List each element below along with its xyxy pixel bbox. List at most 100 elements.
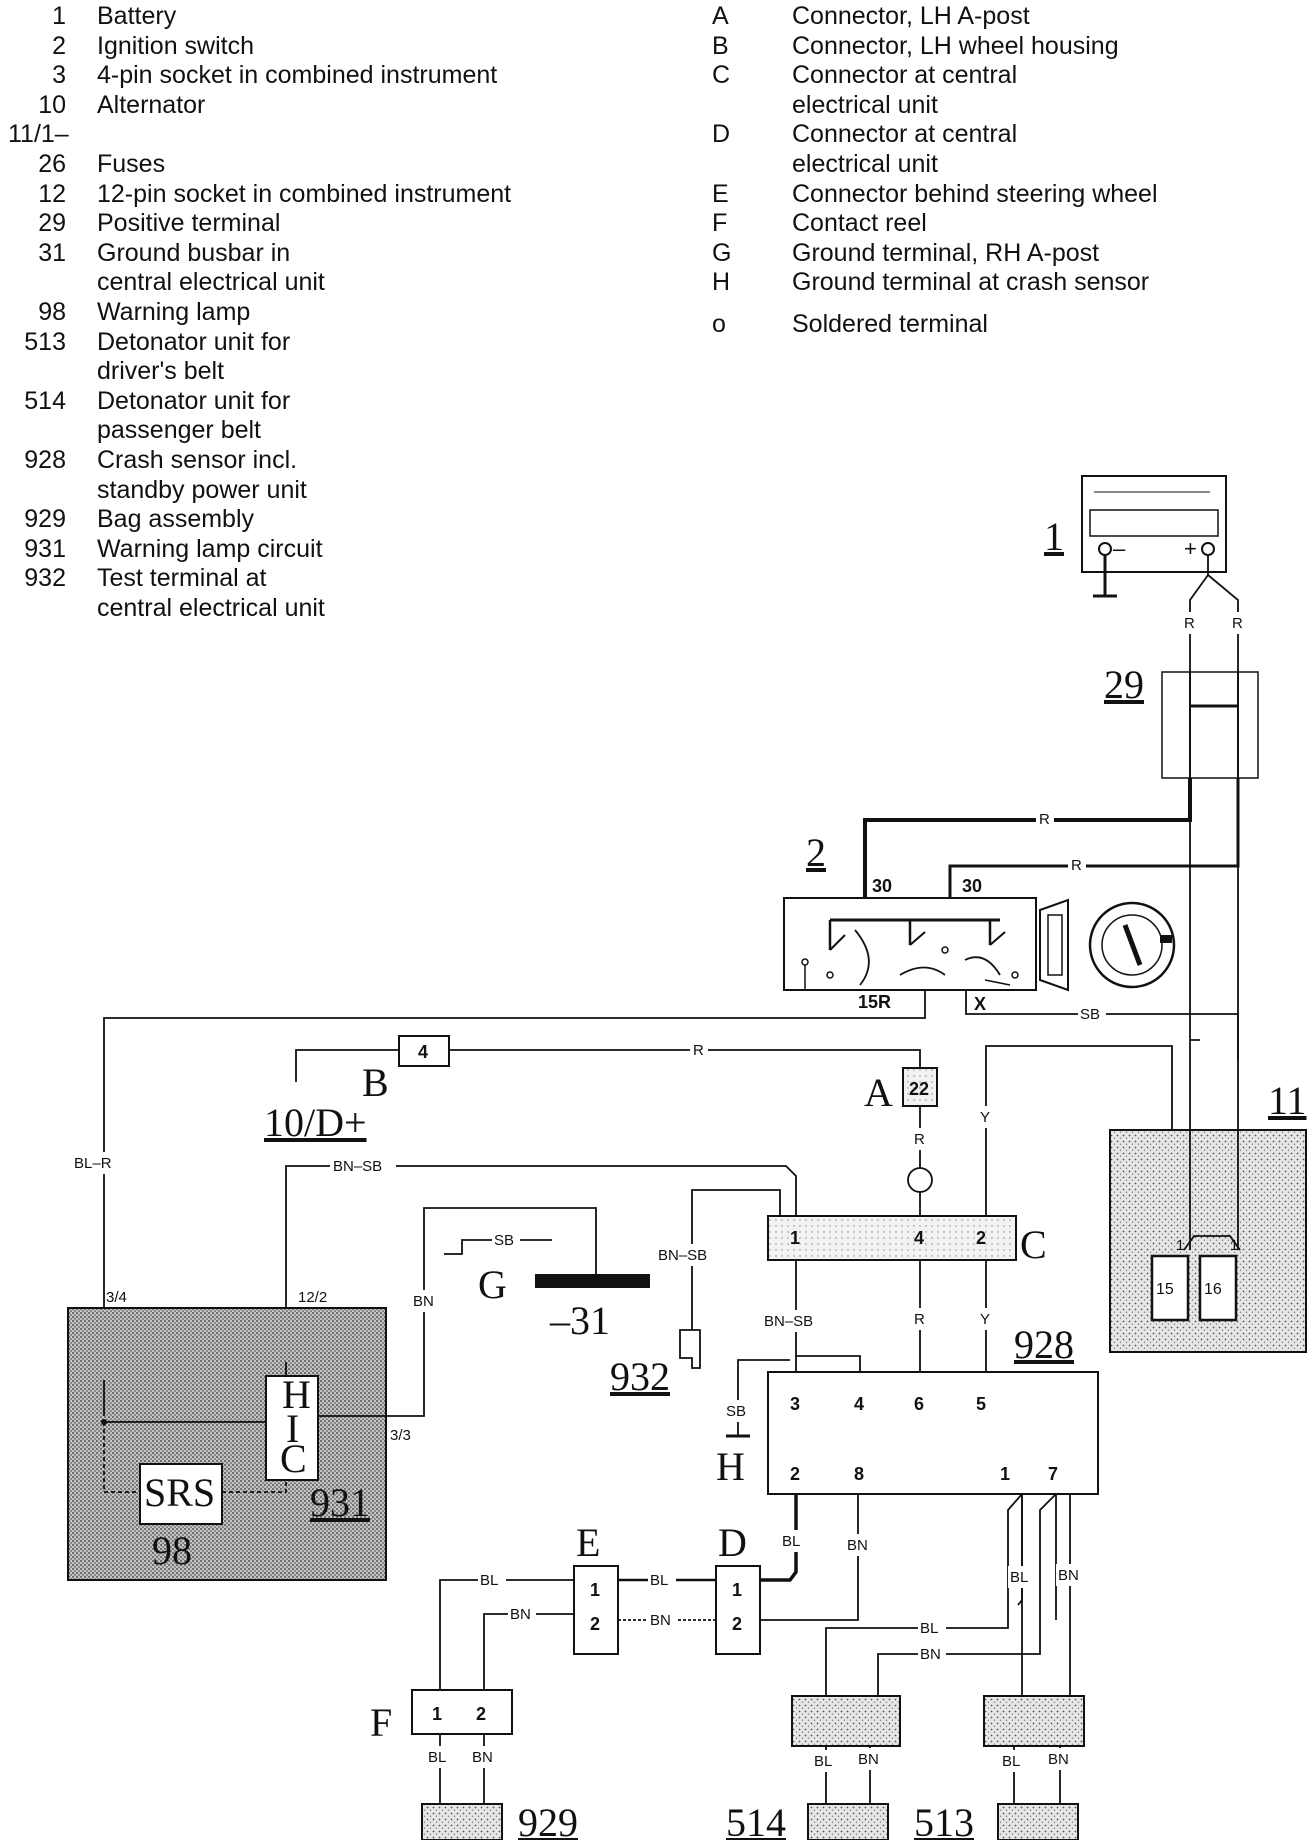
legend-row: 31 Ground busbar in [8, 239, 628, 269]
wire-label-bl: BL [782, 1533, 800, 1550]
pin-label: 22 [909, 1079, 929, 1099]
wire-label-sb: SB [494, 1232, 514, 1249]
pin-label: 1 [432, 1704, 442, 1724]
legend-code: A [712, 2, 729, 30]
wire-label-bn: BN [650, 1612, 671, 1629]
ground-busbar [535, 1274, 650, 1288]
wire-label-r: R [914, 1131, 925, 1148]
wire-label-r: R [1232, 615, 1243, 632]
wire-label-bl: BL [480, 1572, 498, 1589]
positive-terminal [1161, 671, 1259, 779]
legend-description: 4-pin socket in combined instrument [97, 61, 498, 90]
legend-row: driver's belt [8, 357, 628, 387]
detonator-driver-label: 513 [914, 1800, 974, 1840]
ignition-switch [783, 897, 1037, 991]
wire-label-bl: BL [1002, 1753, 1020, 1770]
legend-code: 932 [24, 564, 66, 593]
legend-description: Connector at central [792, 61, 1018, 90]
connector-f-label: F [370, 1700, 392, 1745]
warning-lamp-label: 98 [152, 1528, 192, 1573]
legend-description: Ground terminal, RH A-post [792, 238, 1100, 267]
connector-a [902, 1067, 938, 1107]
connector-c-label: C [1020, 1222, 1047, 1267]
detonator-connector-514 [791, 1695, 901, 1747]
wire-label-r: R [693, 1042, 704, 1059]
legend-description: Fuses [97, 149, 166, 178]
wire-label-bn: BN [920, 1646, 941, 1663]
pin-label: 2 [976, 1228, 986, 1248]
wire-label-bn: BN [847, 1537, 868, 1554]
legend-description: 12-pin socket in combined instrument [97, 179, 512, 208]
legend-description: Warning lamp circuit [97, 534, 323, 563]
battery-neg: – [1113, 536, 1126, 561]
crash-sensor [767, 1371, 1099, 1495]
legend-code: B [712, 31, 729, 60]
legend-description: Battery [97, 2, 177, 30]
legend-code: 29 [38, 209, 66, 238]
connector-b-label: B [362, 1060, 389, 1105]
detonator-passenger [807, 1803, 889, 1840]
wire-label-bn: BN [413, 1293, 434, 1310]
hic-letter: C [280, 1436, 307, 1481]
pin-label: 1 [1176, 1237, 1184, 1254]
wire-label-bn-sb: BN–SB [658, 1247, 707, 1264]
legend-code: 12 [38, 179, 66, 208]
wire-label-bn: BN [510, 1606, 531, 1623]
pin-label: 1 [1000, 1464, 1010, 1484]
wire-label-bl: BL [814, 1753, 832, 1770]
legend-description: Detonator unit for [97, 327, 291, 356]
hic-letter: H [282, 1372, 311, 1417]
legend-code: 2 [52, 31, 66, 60]
legend-description: driver's belt [97, 357, 225, 386]
legend-description: Alternator [97, 90, 206, 119]
wire-label-sb: SB [1080, 1006, 1100, 1023]
legend-description: Ignition switch [97, 31, 255, 60]
legend-row: central electrical unit [8, 594, 628, 624]
pin-label: 16 [1204, 1281, 1222, 1298]
pin-label: 4 [914, 1228, 924, 1248]
detonator-connector-513 [983, 1695, 1085, 1747]
legend-code: 3 [52, 61, 66, 90]
legend-code: H [712, 268, 731, 297]
legend-code: 26 [38, 149, 66, 178]
pin-label: 7 [1048, 1464, 1058, 1484]
wire-label-bn: BN [1048, 1751, 1069, 1768]
legend-description: Positive terminal [97, 209, 281, 238]
bag-assembly [421, 1803, 503, 1840]
legend-code: 31 [38, 238, 66, 267]
legend-row: 2 Ignition switch [8, 32, 628, 62]
legend-description: Contact reel [792, 209, 927, 238]
pin-label: 1 [1230, 1237, 1238, 1254]
legend-code: 928 [24, 445, 66, 474]
connector-d [715, 1565, 761, 1655]
wire-label-bl-r: BL–R [74, 1155, 112, 1172]
pin-label: 3/3 [390, 1427, 411, 1444]
pin-label: 30 [962, 876, 982, 896]
pin-label: 2 [732, 1614, 742, 1634]
wire-label-r: R [1039, 811, 1050, 828]
legend-row: 26 Fuses [8, 150, 628, 180]
pin-label: 4 [854, 1394, 864, 1414]
legend-code: F [712, 209, 728, 238]
legend-row: 12 12-pin socket in combined instrument [8, 180, 628, 210]
legend-description: Ground busbar in [97, 238, 291, 267]
wire-label-bn-sb: BN–SB [333, 1158, 382, 1175]
warning-lamp-circuit-label: 931 [310, 1480, 370, 1525]
legend-description: Soldered terminal [792, 309, 988, 338]
legend-row: 3 4-pin socket in combined instrument [8, 61, 628, 91]
connector-g-label: G [478, 1262, 507, 1307]
legend-row: standby power unit [8, 476, 628, 506]
connector-e [573, 1565, 619, 1655]
legend-code: 514 [24, 386, 66, 415]
